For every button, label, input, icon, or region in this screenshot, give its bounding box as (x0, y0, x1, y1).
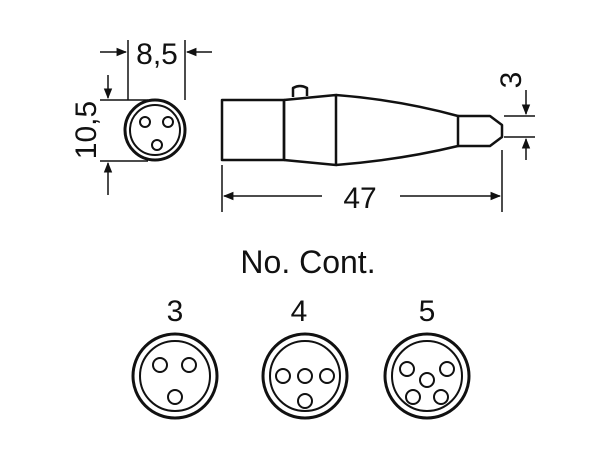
contact-count-label: 3 (167, 295, 184, 328)
contact-pin (319, 368, 335, 384)
contact-pin (152, 357, 168, 373)
connector-outer-ring (131, 332, 219, 420)
front-face-outer-ring (123, 98, 187, 162)
contact-pin (433, 389, 449, 405)
connector-inner-ring (391, 340, 463, 412)
connector-collar (282, 93, 338, 167)
contact-pin (439, 361, 455, 377)
contact-pin (275, 368, 291, 384)
contact-layout-5 (383, 332, 471, 420)
front-face-inner-ring (129, 104, 181, 156)
contact-pin (297, 368, 313, 384)
contact-pin (405, 389, 421, 405)
cable-tip (458, 114, 504, 148)
width-dimension (100, 40, 212, 100)
length-label: 47 (343, 182, 376, 215)
connector-nose (220, 98, 286, 162)
contact-pin (167, 389, 183, 405)
contact-pin (419, 372, 435, 388)
contact-pin (181, 357, 197, 373)
height-dimension (100, 75, 148, 195)
connector-inner-ring (139, 340, 211, 412)
front-pin (151, 139, 163, 151)
contact-layout-4 (261, 332, 349, 420)
width-label: 8,5 (136, 38, 178, 71)
contact-count-label: 4 (291, 295, 308, 328)
contacts-title: No. Cont. (240, 244, 375, 280)
connector-latch (291, 84, 309, 97)
length-dimension (221, 150, 503, 212)
connector-inner-ring (269, 340, 341, 412)
connector-outer-ring (261, 332, 349, 420)
tip-dimension (504, 90, 535, 160)
front-pin (162, 116, 174, 128)
side-view (220, 84, 504, 167)
front-view (123, 98, 187, 162)
contact-layout-3 (131, 332, 219, 420)
tip-label: 3 (495, 72, 528, 89)
height-label: 10,5 (70, 101, 103, 159)
connector-body (335, 93, 460, 167)
contact-pin (399, 361, 415, 377)
contact-pin (297, 393, 313, 409)
connector-outer-ring (383, 332, 471, 420)
front-pin (139, 116, 151, 128)
contact-count-label: 5 (419, 295, 436, 328)
